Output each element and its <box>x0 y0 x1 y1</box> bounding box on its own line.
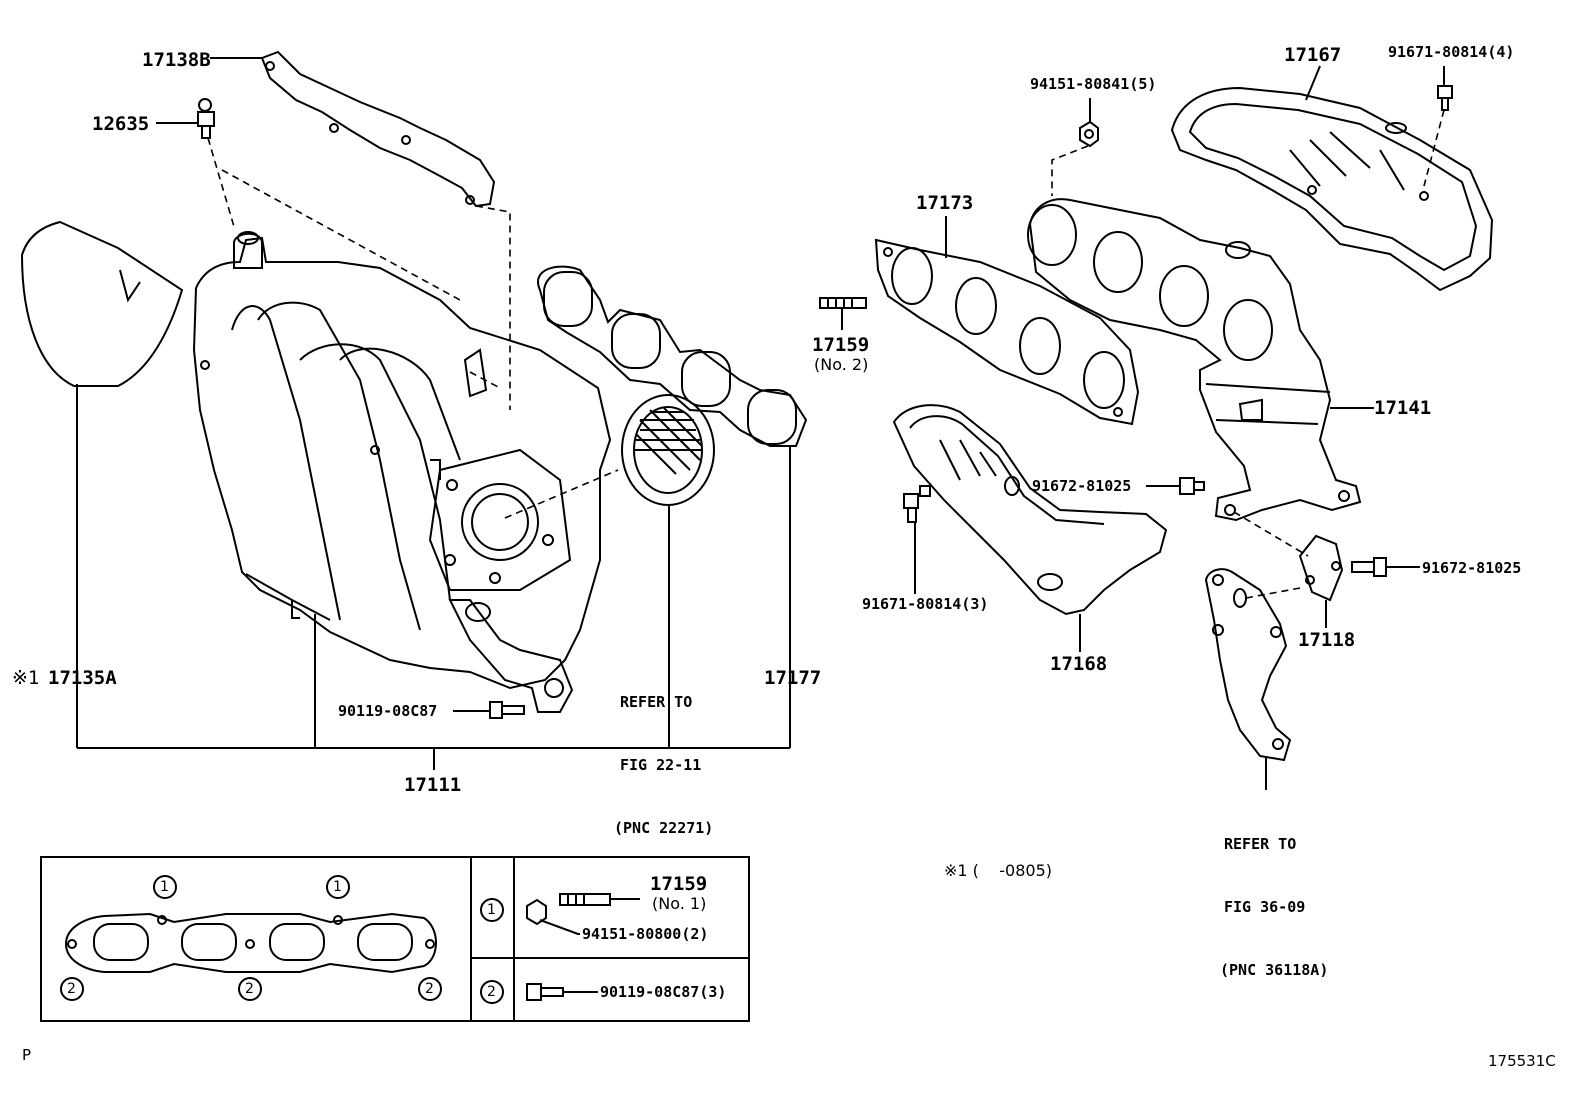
bolt-91671-3-drawing <box>904 486 930 522</box>
bracket-17118-drawing <box>1300 536 1342 600</box>
refer-36-line3: (PNC 36118A) <box>1220 961 1329 979</box>
label-12635: 12635 <box>92 113 150 135</box>
label-17135A: 17135A <box>48 667 117 689</box>
corner-code-left: P <box>22 1046 32 1064</box>
inset-key-circle-1: 1 <box>487 902 496 918</box>
refer-fig-36-09: REFER TO FIG 36-09 (PNC 36118A) <box>1220 792 1328 1002</box>
inset-circle-1b: 1 <box>333 879 342 895</box>
left-leader-lines <box>77 58 790 770</box>
inset-circle-1a: 1 <box>160 879 169 895</box>
refer-36-line1: REFER TO <box>1224 835 1297 853</box>
bracket-17138B-drawing <box>262 52 494 206</box>
left-dashed-guides <box>208 138 618 518</box>
label-17159-no2: 17159 <box>812 334 870 356</box>
inset-table <box>41 857 749 1021</box>
intake-manifold-drawing <box>194 232 610 712</box>
inset-label-17159: 17159 <box>650 873 708 895</box>
refer-22-line1: REFER TO <box>620 693 693 711</box>
bolt-90119-drawing <box>490 702 524 718</box>
refer-22-line3: (PNC 22271) <box>614 819 714 837</box>
label-17159-no2-sub: (No. 2) <box>814 355 869 374</box>
exhaust-insulator-lower-drawing <box>894 405 1166 614</box>
fitting-12635-drawing <box>198 99 214 138</box>
bolt-91672-a-drawing <box>1180 478 1204 494</box>
label-17177: 17177 <box>764 667 822 689</box>
label-17167: 17167 <box>1284 44 1342 66</box>
right-dashed-guides <box>1052 110 1444 598</box>
inset-circle-2c: 2 <box>425 981 434 997</box>
gasket-17173-drawing <box>876 240 1138 424</box>
inset-label-90119-08C87: 90119-08C87(3) <box>600 983 727 1001</box>
label-17138B: 17138B <box>142 49 211 71</box>
bolt-91672-b-drawing <box>1352 558 1386 576</box>
label-91672-81025-upper: 91672-81025 <box>1032 477 1132 495</box>
label-91671-80814-4: 91671-80814(4) <box>1388 43 1515 61</box>
label-90119-08C87: 90119-08C87 <box>338 702 438 720</box>
intake-insulator-drawing <box>22 222 182 386</box>
inset-key-circle-2: 2 <box>487 984 496 1000</box>
label-17111: 17111 <box>404 774 462 796</box>
right-leader-lines <box>842 66 1444 790</box>
refer-fig-22-11: REFER TO FIG 22-11 (PNC 22271) <box>614 650 713 860</box>
label-91671-80814-3: 91671-80814(3) <box>862 595 989 613</box>
footnote-mark-1: ※1 ( -0805) <box>944 861 1052 880</box>
label-mark-1: ※1 <box>12 667 40 689</box>
label-17141: 17141 <box>1374 397 1432 419</box>
label-17168: 17168 <box>1050 653 1108 675</box>
label-17118: 17118 <box>1298 629 1356 651</box>
stay-bracket-drawing <box>1206 569 1290 760</box>
inset-label-17159-sub: (No. 1) <box>652 894 707 913</box>
inset-circle-2a: 2 <box>67 981 76 997</box>
refer-22-line2: FIG 22-11 <box>620 756 702 774</box>
bolt-91671-4-drawing <box>1438 86 1452 110</box>
label-17173: 17173 <box>916 192 974 214</box>
nut-94151-drawing <box>1080 122 1098 146</box>
illustration-number: 175531C <box>1488 1052 1556 1070</box>
refer-36-line2: FIG 36-09 <box>1224 898 1306 916</box>
inset-circle-2b: 2 <box>245 981 254 997</box>
exhaust-manifold-drawing <box>1028 199 1360 520</box>
inset-label-94151-80800: 94151-80800(2) <box>582 925 709 943</box>
gasket-17177-drawing <box>538 267 806 446</box>
stud-17159-no2-drawing <box>820 298 866 308</box>
label-91672-81025-lower: 91672-81025 <box>1422 559 1522 577</box>
label-94151-80841: 94151-80841(5) <box>1030 75 1157 93</box>
exhaust-insulator-upper-drawing <box>1172 88 1492 290</box>
throttle-gasket-drawing <box>622 395 714 505</box>
inset-gasket-drawing <box>66 914 436 972</box>
